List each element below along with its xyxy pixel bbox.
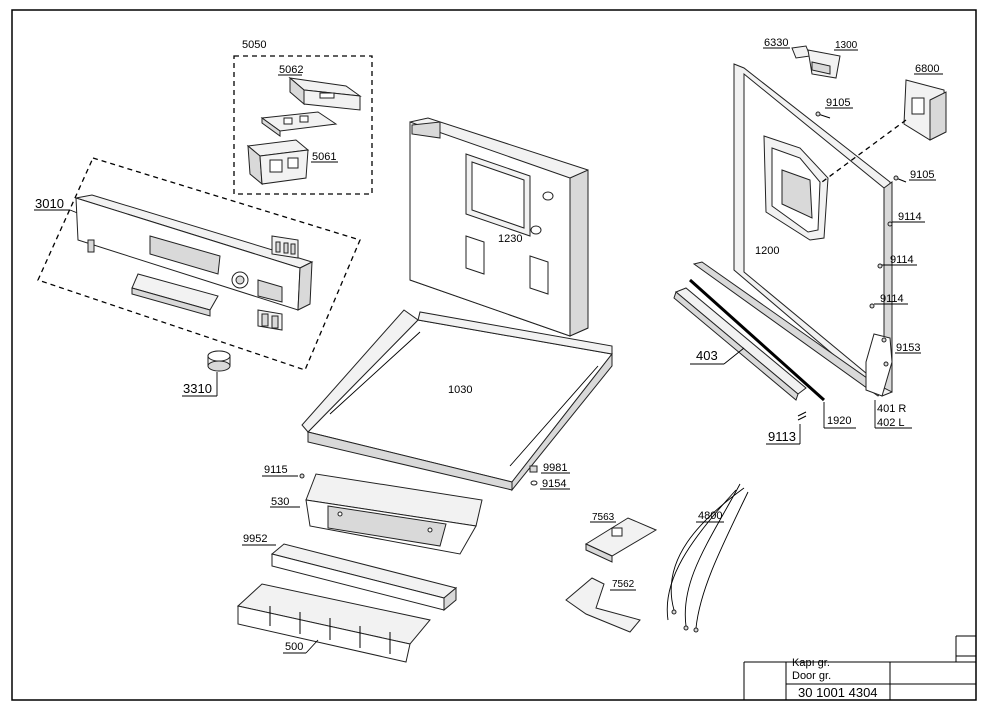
label-9113: 9113: [768, 429, 796, 444]
group-3010: 3010: [34, 157, 361, 371]
part-1030-inner-door: [301, 309, 613, 492]
part-9113-spring: [797, 411, 807, 421]
title-group-tr: Kapı gr.: [792, 657, 830, 669]
drawing-frame: [11, 9, 977, 701]
part-hinge-bracket: [865, 333, 893, 397]
part-530-bracket: [305, 473, 483, 555]
label-6800: 6800: [915, 63, 939, 75]
screw-9114-a: [887, 221, 893, 227]
part-4800-wiring: [666, 483, 749, 633]
label-1920: 1920: [827, 415, 851, 427]
label-1230: 1230: [498, 233, 522, 245]
part-6330-latch: [791, 45, 811, 59]
title-block: [743, 635, 976, 700]
part-key-set: [257, 309, 283, 331]
label-5061: 5061: [312, 151, 336, 163]
label-500: 500: [285, 641, 303, 653]
label-1200: 1200: [755, 245, 779, 257]
part-display-strip: [131, 273, 219, 317]
label-3010: 3010: [35, 196, 64, 211]
screw-9115: [299, 473, 305, 479]
label-9154: 9154: [542, 478, 566, 490]
label-9981: 9981: [543, 462, 567, 474]
part-3310-knob: [207, 350, 231, 372]
title-group-en: Door gr.: [792, 670, 831, 682]
label-402: 402 L: [877, 417, 905, 429]
label-7563: 7563: [592, 512, 615, 523]
label-5050: 5050: [242, 39, 266, 51]
label-1030: 1030: [448, 384, 472, 396]
screw-9114-c: [869, 303, 875, 309]
part-5061-module: [246, 139, 310, 186]
part-403-rail: [673, 287, 807, 401]
label-9114-b: 9114: [890, 254, 914, 266]
label-4800: 4800: [698, 510, 722, 522]
title-doc-number: 30 1001 4304: [798, 685, 878, 700]
label-6330: 6330: [764, 37, 788, 49]
part-6800-dispenser: [903, 79, 947, 141]
label-9114-a: 9114: [898, 211, 922, 223]
screw-9114-b: [877, 263, 883, 269]
group-5050: 5050 5062 5061: [233, 39, 373, 195]
part-3010-control-panel: [75, 194, 314, 311]
part-7562-bracket: [565, 577, 641, 633]
screw-9105-side: [893, 175, 907, 183]
label-401: 401 R: [877, 403, 906, 415]
label-9153: 9153: [896, 342, 920, 354]
part-9952-foam: [270, 543, 458, 612]
label-9105-side: 9105: [910, 169, 934, 181]
label-403: 403: [696, 348, 718, 363]
part-7563-board: [584, 517, 658, 563]
part-1920-gasket: [688, 278, 826, 402]
label-9114-c: 9114: [880, 293, 904, 305]
label-1300: 1300: [835, 40, 858, 51]
part-9981-clip: [529, 465, 538, 473]
part-1300-lock: [807, 49, 841, 79]
label-3310: 3310: [183, 381, 212, 396]
part-5062-housing: [288, 76, 362, 111]
screw-9105-top: [815, 111, 831, 119]
part-1200-outer-door: [692, 63, 893, 397]
part-1230-insulation: [409, 117, 589, 337]
label-7562: 7562: [612, 579, 635, 590]
part-500-kickplate: [236, 583, 431, 663]
part-9154-washer: [530, 480, 538, 486]
label-530: 530: [271, 496, 289, 508]
label-9952: 9952: [243, 533, 267, 545]
label-9115: 9115: [264, 464, 288, 476]
part-button-set: [271, 235, 299, 259]
part-pcb-board: [260, 111, 338, 137]
label-5062: 5062: [279, 64, 303, 76]
label-9105-top: 9105: [826, 97, 850, 109]
